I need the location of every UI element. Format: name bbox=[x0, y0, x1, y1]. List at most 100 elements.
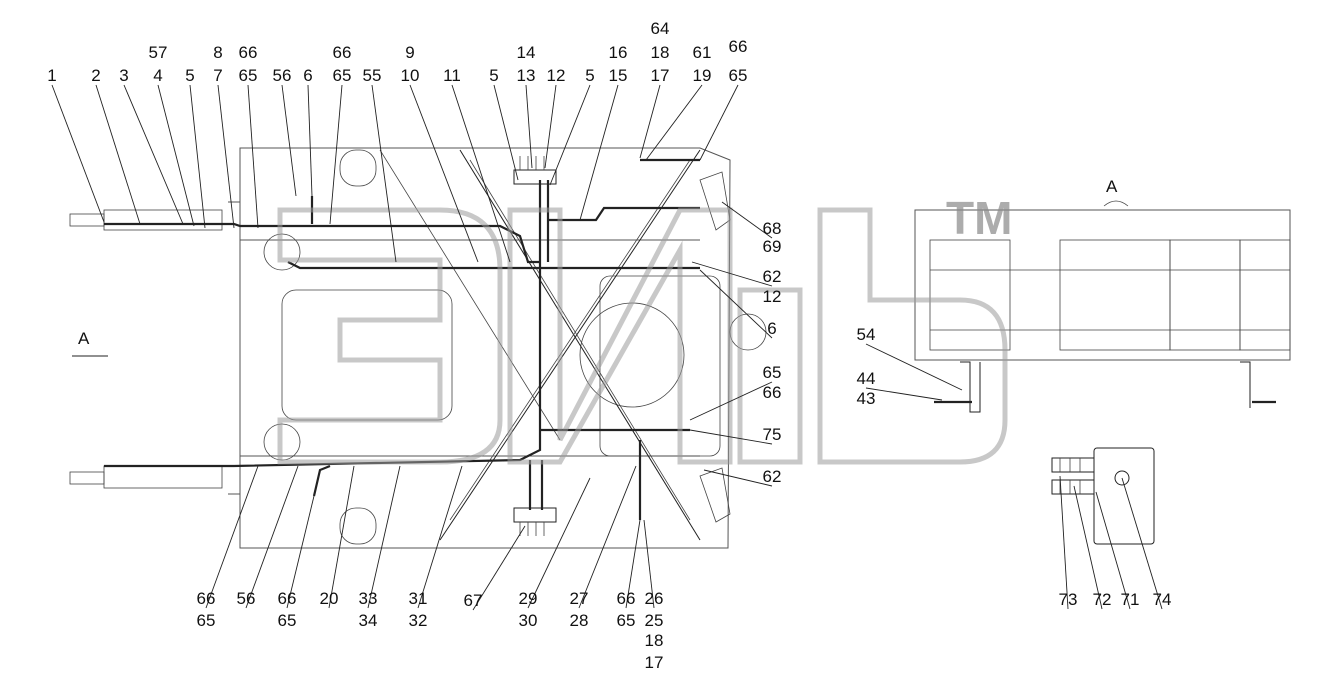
callout-13: 13 bbox=[517, 66, 535, 169]
callout-68: 68 bbox=[721, 201, 782, 239]
leader-line bbox=[417, 465, 463, 609]
callout-32: 32 bbox=[409, 611, 428, 630]
callout-18: 18 bbox=[645, 631, 664, 650]
callout-label: 56 bbox=[273, 66, 292, 85]
view-marker-right: A bbox=[1106, 177, 1118, 196]
leader-line bbox=[281, 84, 297, 197]
callout-label: 55 bbox=[363, 66, 382, 85]
coupling-block-detail bbox=[1051, 447, 1155, 545]
callout-16: 16 bbox=[609, 43, 628, 62]
leader-line bbox=[625, 519, 641, 609]
callout-11: 11 bbox=[443, 66, 511, 263]
callout-label: 66 bbox=[197, 589, 216, 608]
callout-19: 19 bbox=[645, 66, 712, 161]
callout-57: 57 bbox=[149, 43, 168, 62]
callout-74: 74 bbox=[1121, 477, 1172, 610]
callout-31: 31 bbox=[409, 465, 463, 609]
view-marker-left: A bbox=[78, 329, 90, 348]
callout-66: 66 bbox=[763, 383, 782, 402]
callout-28: 28 bbox=[570, 611, 589, 630]
callout-label: 66 bbox=[729, 37, 748, 56]
leader-line bbox=[367, 465, 401, 609]
callout-label: 12 bbox=[763, 287, 782, 306]
callout-67: 67 bbox=[464, 525, 526, 611]
leader-line bbox=[329, 84, 343, 225]
callout-label: 65 bbox=[763, 363, 782, 382]
callout-label: 30 bbox=[519, 611, 538, 630]
leader-line bbox=[689, 381, 773, 421]
leader-line bbox=[189, 84, 206, 229]
callout-label: 18 bbox=[651, 43, 670, 62]
callout-label: 31 bbox=[409, 589, 428, 608]
callout-65: 65 bbox=[617, 611, 636, 630]
leader-line bbox=[525, 84, 533, 169]
callout-5: 5 bbox=[185, 66, 206, 229]
leader-line bbox=[544, 84, 557, 169]
callout-label: 73 bbox=[1059, 590, 1078, 609]
leader-line bbox=[1073, 485, 1103, 610]
callout-4: 4 bbox=[153, 66, 195, 227]
callout-65: 65 bbox=[239, 66, 259, 229]
callout-label: 75 bbox=[763, 425, 782, 444]
callout-3: 3 bbox=[119, 66, 184, 225]
callout-label: 2 bbox=[91, 66, 100, 85]
callout-label: 10 bbox=[401, 66, 420, 85]
callout-label: 19 bbox=[693, 66, 712, 85]
leader-line bbox=[643, 519, 655, 609]
callout-20: 20 bbox=[320, 465, 355, 609]
callout-label: 54 bbox=[857, 325, 876, 344]
leader-line bbox=[409, 84, 479, 263]
callout-label: 67 bbox=[464, 591, 483, 610]
callout-label: 14 bbox=[517, 43, 536, 62]
leader-line bbox=[95, 84, 141, 225]
callout-label: 74 bbox=[1153, 590, 1172, 609]
callout-17: 17 bbox=[639, 66, 669, 159]
callout-label: 72 bbox=[1093, 590, 1112, 609]
callout-55: 55 bbox=[363, 66, 397, 263]
leader-line bbox=[51, 84, 105, 223]
callout-label: 69 bbox=[763, 237, 782, 256]
callout-label: 68 bbox=[763, 219, 782, 238]
callout-10: 10 bbox=[401, 66, 479, 263]
callout-5: 5 bbox=[489, 66, 519, 181]
leader-line bbox=[1059, 475, 1069, 610]
leader-line bbox=[123, 84, 184, 225]
callout-56: 56 bbox=[237, 465, 299, 609]
callout-label: 62 bbox=[763, 467, 782, 486]
callout-label: 7 bbox=[213, 66, 222, 85]
leader-line bbox=[245, 465, 299, 609]
leader-line bbox=[689, 429, 773, 445]
leader-line bbox=[721, 201, 773, 239]
callout-66: 66 bbox=[239, 43, 258, 62]
callout-label: 6 bbox=[767, 319, 776, 338]
leader-line bbox=[157, 84, 195, 227]
callout-label: 66 bbox=[617, 589, 636, 608]
callout-label: 16 bbox=[609, 43, 628, 62]
callout-29: 29 bbox=[519, 477, 591, 609]
leader-line bbox=[699, 84, 739, 161]
leader-line bbox=[1095, 491, 1131, 610]
callout-62: 62 bbox=[691, 261, 781, 287]
callout-label: 15 bbox=[609, 66, 628, 85]
leader-line bbox=[703, 469, 773, 487]
callout-34: 34 bbox=[359, 611, 378, 630]
callout-label: 3 bbox=[119, 66, 128, 85]
callout-label: 8 bbox=[213, 43, 222, 62]
leader-line bbox=[493, 84, 519, 181]
callout-66: 66 bbox=[197, 465, 259, 609]
callout-66: 66 bbox=[278, 495, 315, 609]
callout-62: 62 bbox=[703, 467, 782, 487]
leader-line bbox=[549, 84, 591, 186]
leader-line bbox=[247, 84, 259, 229]
callout-label: 5 bbox=[585, 66, 594, 85]
callout-label: 12 bbox=[547, 66, 566, 85]
callout-label: 4 bbox=[153, 66, 162, 85]
callout-label: 65 bbox=[278, 611, 297, 630]
callout-15: 15 bbox=[579, 66, 628, 221]
callout-43: 43 bbox=[857, 389, 876, 408]
callout-label: 66 bbox=[333, 43, 352, 62]
callout-label: 57 bbox=[149, 43, 168, 62]
leader-line bbox=[578, 465, 637, 609]
